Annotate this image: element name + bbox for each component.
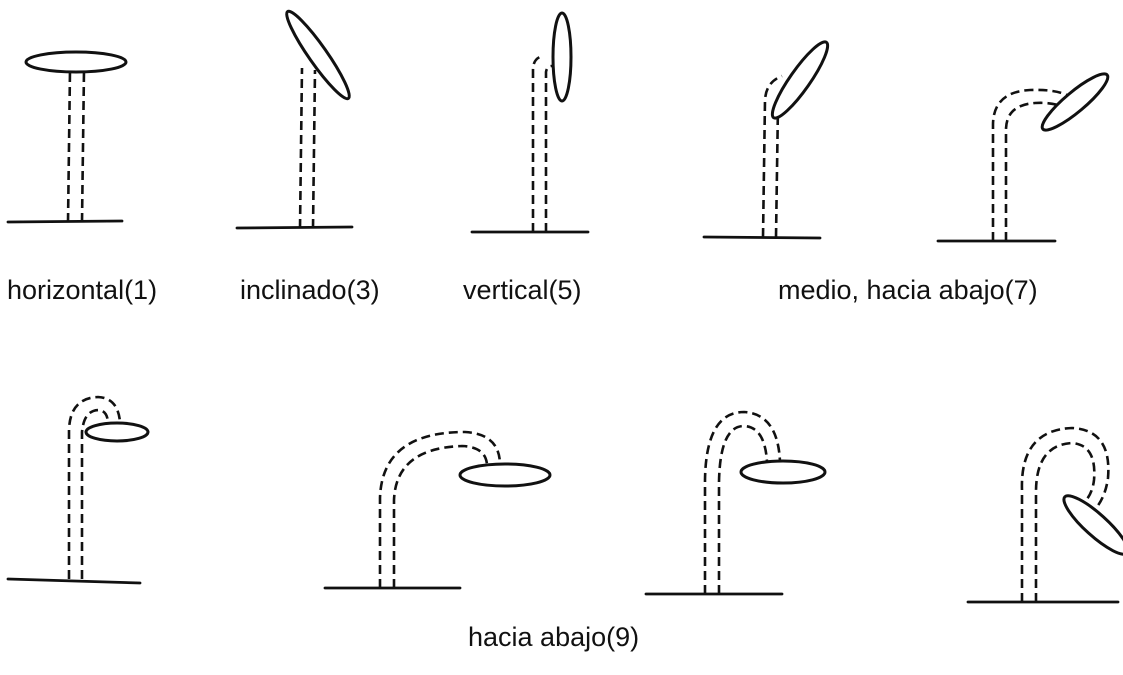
stem-right xyxy=(719,426,767,594)
plant-inclinado xyxy=(237,6,356,228)
stem-left xyxy=(705,412,780,594)
plant-medio-b xyxy=(938,67,1114,241)
stem-right xyxy=(82,70,84,222)
label-hacia-abajo: hacia abajo(9) xyxy=(468,624,639,651)
plant-hacia-abajo-d xyxy=(968,428,1123,602)
label-horizontal: horizontal(1) xyxy=(7,277,157,304)
leaf-hanging xyxy=(741,461,825,483)
plant-medio-a xyxy=(704,37,835,238)
plant-vertical xyxy=(472,13,588,232)
label-vertical: vertical(5) xyxy=(463,277,582,304)
leaf-vertical xyxy=(553,13,571,101)
ground-line xyxy=(704,237,820,238)
leaf-hanging xyxy=(460,464,550,486)
plant-hacia-abajo-b xyxy=(325,432,550,588)
leaf-inclined xyxy=(280,6,356,103)
label-medio-hacia-abajo: medio, hacia abajo(7) xyxy=(778,277,1038,304)
stem-right xyxy=(313,70,315,228)
stem-left xyxy=(533,56,543,232)
stem-left xyxy=(68,70,70,222)
plant-hacia-abajo-a xyxy=(8,397,148,583)
stem-left xyxy=(300,68,302,228)
leaf-hanging xyxy=(86,423,148,441)
label-inclinado: inclinado(3) xyxy=(240,277,380,304)
stem-left xyxy=(380,432,500,588)
ground-line xyxy=(8,221,122,222)
ground-line xyxy=(8,579,140,583)
plant-horizontal xyxy=(8,52,126,222)
leaf-horizontal xyxy=(26,52,126,72)
leaf-curled xyxy=(1057,489,1123,562)
stem-right xyxy=(546,66,552,232)
plant-hacia-abajo-c xyxy=(646,412,825,594)
ground-line xyxy=(237,227,352,228)
